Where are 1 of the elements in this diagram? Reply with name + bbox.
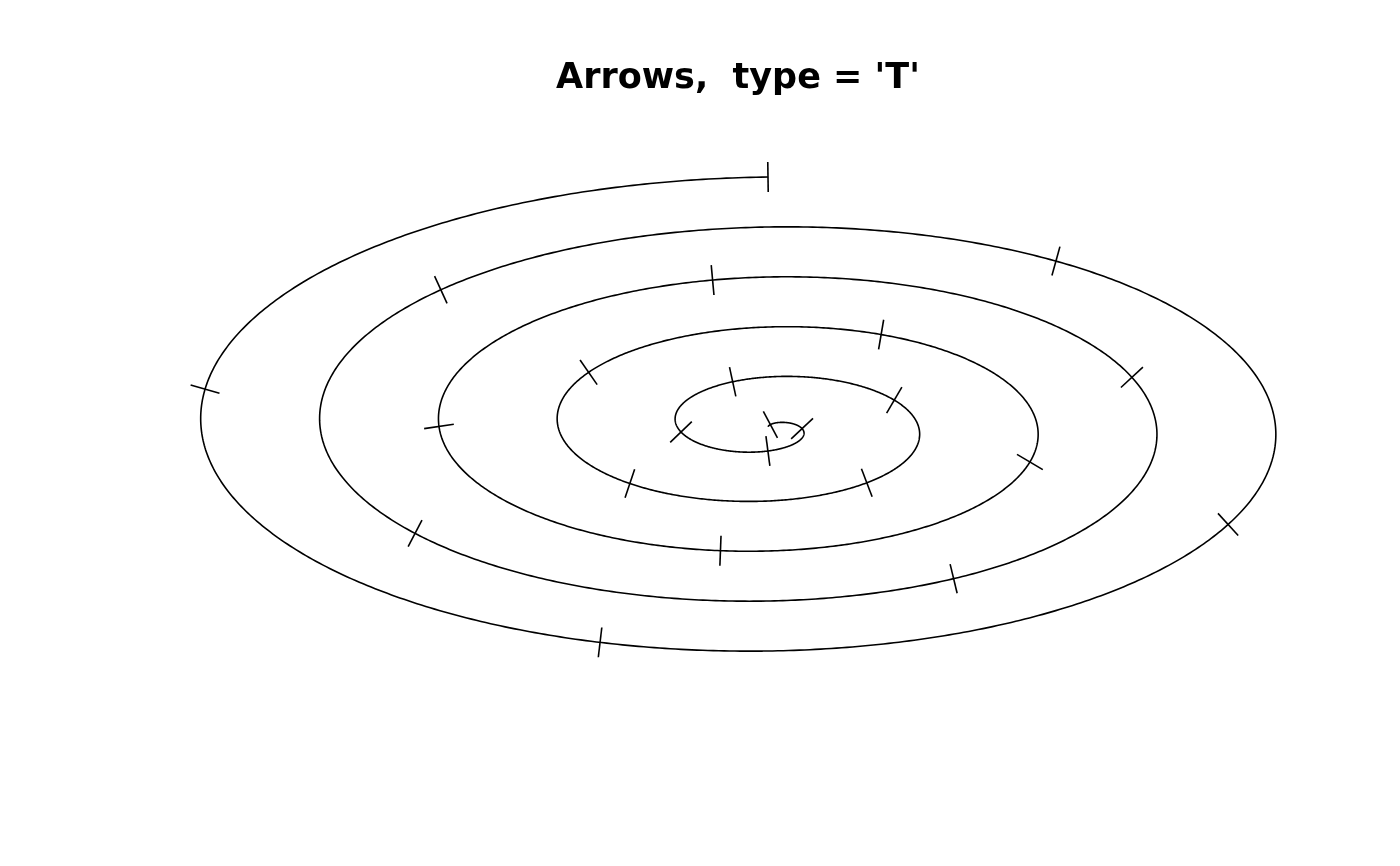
chart-title: Arrows, type = 'T' bbox=[555, 56, 921, 96]
